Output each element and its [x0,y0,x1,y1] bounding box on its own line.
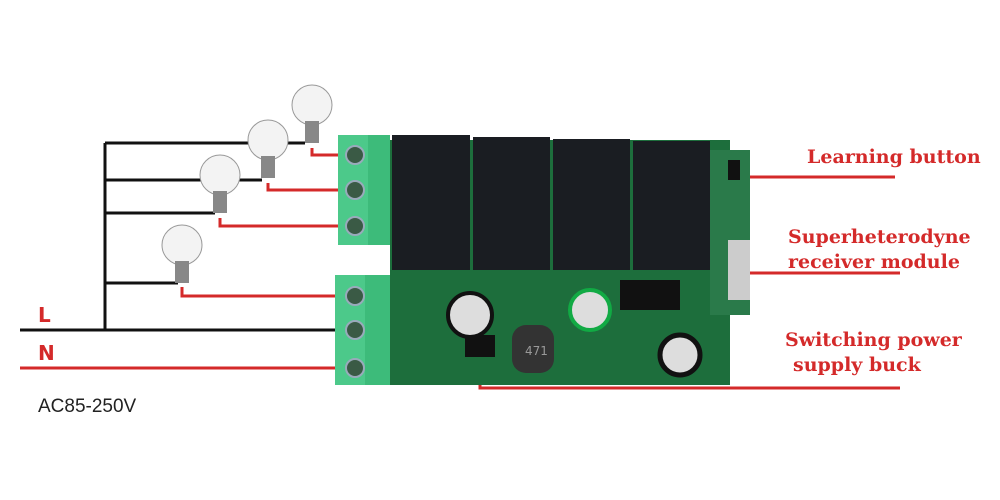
receiver-label-line2: receiver module [788,251,960,273]
light-bulbs [161,84,333,283]
bulb-icon [161,224,203,283]
capacitor [568,288,612,332]
buck-ic [465,335,495,357]
crystal [728,240,750,300]
ic-chip [620,280,680,310]
bulb-icon [291,84,333,143]
inductor [512,325,554,373]
neutral-label: N [38,341,55,365]
power-label-line1: Switching power [785,329,962,351]
live-label: L [38,303,51,327]
relay-1 [392,135,470,270]
power-label-line2: supply buck [793,354,921,376]
voltage-label: AC85-250V [38,396,137,417]
bulb-icon [247,119,289,178]
relay-board [335,135,750,385]
relay-4 [633,141,710,270]
capacitor [446,291,494,339]
receiver-label-line1: Superheterodyne [788,226,971,248]
learning-button-label: Learning button [807,146,981,168]
bulb-icon [199,154,241,213]
inductor-marking: 471 [525,344,548,358]
learning-button [728,160,740,180]
relay-2 [473,137,550,270]
capacitor [657,332,703,378]
black-wires [20,141,355,332]
relay-3 [553,139,630,270]
